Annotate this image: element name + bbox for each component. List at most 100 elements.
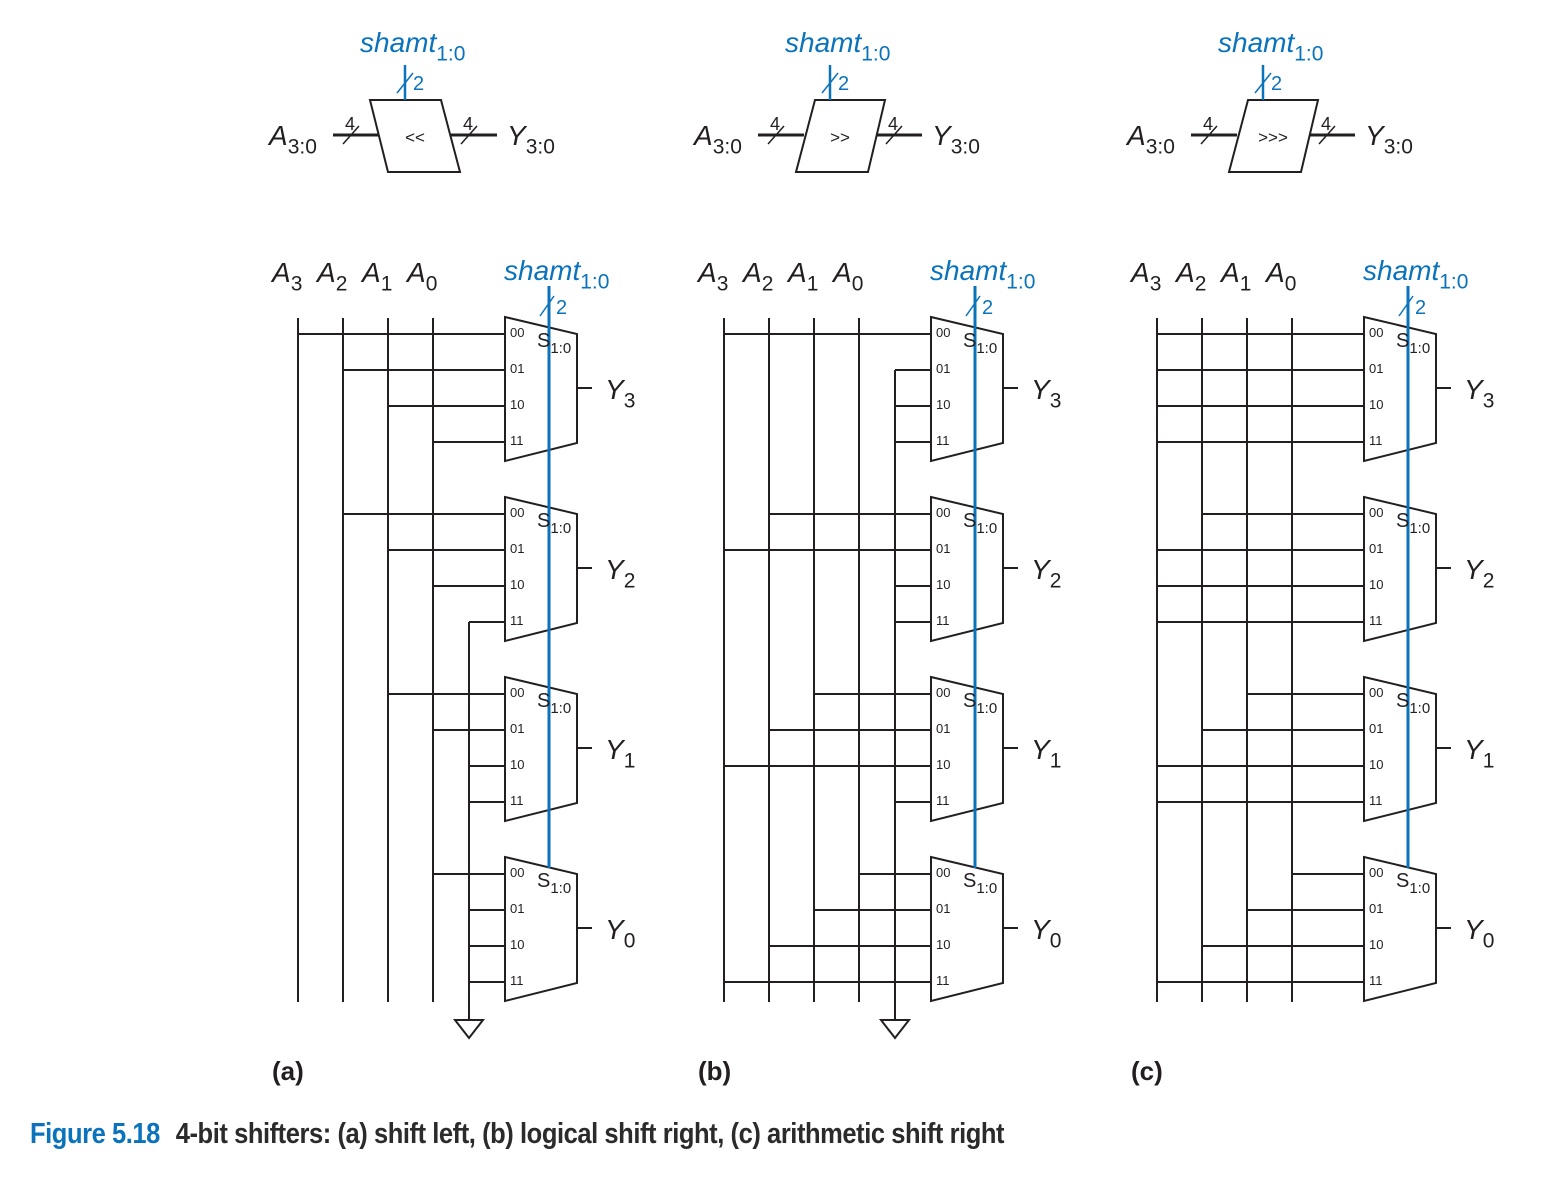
mux-select-label: S1:0: [963, 330, 997, 357]
mux-Y1: [1363, 675, 1437, 823]
output-label-Y1: Y1: [1031, 734, 1061, 772]
select-width-label: 2: [556, 297, 567, 319]
mux-input-label-11: 11: [936, 433, 950, 448]
output-label-Y3-0: Y3:0: [932, 120, 980, 158]
mux-input-label-11: 11: [510, 793, 524, 808]
output-label-Y3-0: Y3:0: [1365, 120, 1413, 158]
shamt-label: shamt1:0: [1218, 27, 1323, 65]
bus-width-label: 4: [463, 114, 473, 134]
caption-text: 4-bit shifters: (a) shift left, (b) logi…: [175, 1118, 1005, 1150]
mux-select-label: S1:0: [1396, 690, 1430, 717]
bus-slash: [342, 125, 360, 145]
mux-input-label-01: 01: [936, 541, 950, 556]
mux-input-label-01: 01: [1369, 361, 1383, 376]
shifter-symbol-c: [1227, 99, 1320, 173]
bus-width-label: 4: [770, 114, 780, 134]
mux-input-label-11: 11: [1369, 433, 1383, 448]
shamt-label: shamt1:0: [930, 255, 1035, 293]
shifter-symbol-b: [794, 99, 887, 173]
mux-input-label-00: 00: [1369, 325, 1383, 340]
bus-slash: [1318, 125, 1336, 145]
mux-select-label: S1:0: [1396, 510, 1430, 537]
output-label-Y1: Y1: [605, 734, 635, 772]
mux-input-label-10: 10: [510, 577, 524, 592]
mux-input-label-00: 00: [510, 685, 524, 700]
column-label-A1: A1: [786, 257, 818, 295]
bus-slash: [1254, 72, 1272, 94]
select-width-label: 2: [1271, 73, 1282, 95]
mux-input-label-00: 00: [936, 505, 950, 520]
output-label-Y2: Y2: [605, 554, 635, 592]
mux-input-label-11: 11: [1369, 793, 1383, 808]
mux-input-label-01: 01: [936, 721, 950, 736]
mux-input-label-10: 10: [1369, 757, 1383, 772]
bus-slash: [1398, 295, 1414, 317]
mux-Y3: [504, 315, 578, 463]
output-label-Y1: Y1: [1464, 734, 1494, 772]
mux-input-label-01: 01: [510, 361, 524, 376]
mux-Y1: [504, 675, 578, 823]
panel-tag-a: (a): [272, 1056, 304, 1086]
output-label-Y0: Y0: [1031, 914, 1061, 952]
panel-tag-c: (c): [1131, 1056, 1163, 1086]
input-label-A3-0: A3:0: [267, 120, 317, 158]
mux-input-label-01: 01: [1369, 541, 1383, 556]
ground-icon: [878, 1019, 912, 1040]
shamt-label: shamt1:0: [1363, 255, 1468, 293]
column-label-A0: A0: [405, 257, 437, 295]
panel-c: [1227, 99, 1437, 1003]
output-label-Y0: Y0: [1464, 914, 1494, 952]
select-width-label: 2: [982, 297, 993, 319]
mux-Y1: [930, 675, 1004, 823]
shamt-label: shamt1:0: [785, 27, 890, 65]
column-label-A1: A1: [1219, 257, 1251, 295]
caption-number: Figure 5.18: [30, 1118, 160, 1150]
select-width-label: 2: [413, 73, 424, 95]
bus-slash: [396, 72, 414, 94]
column-label-A0: A0: [1264, 257, 1296, 295]
select-width-label: 2: [1415, 297, 1426, 319]
mux-input-label-10: 10: [1369, 937, 1383, 952]
input-label-A3-0: A3:0: [692, 120, 742, 158]
bus-width-label: 4: [1203, 114, 1213, 134]
mux-Y3: [1363, 315, 1437, 463]
output-label-Y2: Y2: [1031, 554, 1061, 592]
mux-input-label-01: 01: [510, 541, 524, 556]
mux-input-label-00: 00: [510, 865, 524, 880]
mux-input-label-11: 11: [936, 973, 950, 988]
mux-input-label-01: 01: [510, 721, 524, 736]
bus-width-label: 4: [345, 114, 355, 134]
column-label-A3: A3: [270, 257, 302, 295]
mux-input-label-11: 11: [936, 613, 950, 628]
mux-input-label-00: 00: [510, 505, 524, 520]
mux-input-label-11: 11: [510, 613, 524, 628]
output-label-Y3-0: Y3:0: [507, 120, 555, 158]
mux-input-label-00: 00: [510, 325, 524, 340]
column-label-A3: A3: [696, 257, 728, 295]
column-label-A2: A2: [741, 257, 773, 295]
mux-select-label: S1:0: [963, 690, 997, 717]
mux-input-label-00: 00: [1369, 505, 1383, 520]
output-label-Y0: Y0: [605, 914, 635, 952]
mux-input-label-01: 01: [936, 361, 950, 376]
bus-slash: [821, 72, 839, 94]
mux-input-label-01: 01: [1369, 721, 1383, 736]
mux-select-label: S1:0: [1396, 330, 1430, 357]
mux-input-label-10: 10: [936, 757, 950, 772]
mux-Y0: [504, 855, 578, 1003]
shamt-label: shamt1:0: [360, 27, 465, 65]
mux-input-label-10: 10: [936, 937, 950, 952]
bus-slash: [460, 125, 478, 145]
mux-input-label-01: 01: [510, 901, 524, 916]
mux-input-label-01: 01: [1369, 901, 1383, 916]
mux-input-label-10: 10: [936, 397, 950, 412]
shifter-operator: <<: [405, 128, 425, 147]
panel-b: [794, 99, 1004, 1040]
shifter-symbol-a: [368, 99, 462, 173]
column-label-A0: A0: [831, 257, 863, 295]
panel-tag-b: (b): [698, 1056, 731, 1086]
mux-select-label: S1:0: [537, 870, 571, 897]
mux-input-label-10: 10: [1369, 577, 1383, 592]
